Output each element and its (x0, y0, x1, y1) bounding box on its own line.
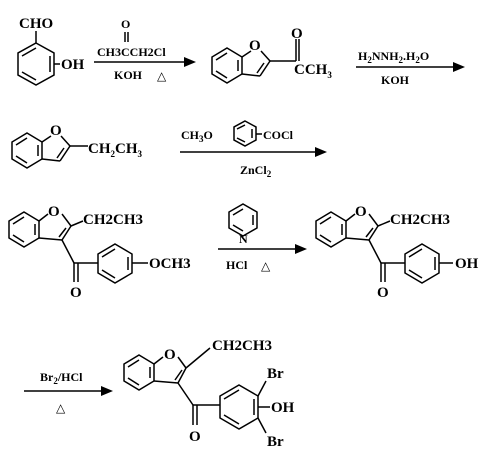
ethyl-label-4: CH2CH3 (212, 338, 272, 354)
carbonyl-oxygen-2: O (70, 285, 82, 301)
reagent-chloroacetone: CH3CCH2Cl (97, 45, 166, 59)
ethyl-label-3: CH2CH3 (390, 212, 450, 228)
reagent-anisoyl-chloride: CH3O (181, 128, 213, 144)
reagent-carbonyl-o: O (121, 17, 130, 31)
carbonyl-oxygen-3: O (377, 285, 389, 301)
ring-oxygen-3: O (48, 204, 60, 220)
reaction-arrow-2: H2NNH2.H2O KOH (356, 49, 465, 87)
reagent-cocl: COCl (263, 128, 294, 142)
salicylaldehyde-structure: CHO OH (17, 16, 85, 86)
ethyl-label-2: CH2CH3 (83, 212, 143, 228)
bromo-label-bottom: Br (267, 434, 284, 450)
benzbromarone-structure: O CH2CH3 O Br OH Br (123, 338, 295, 450)
ring-oxygen: O (249, 38, 261, 54)
heat-symbol-3: △ (56, 401, 66, 415)
pyridine-nitrogen: N (239, 232, 248, 246)
ring-oxygen-2: O (50, 123, 62, 139)
hydroxybenzoyl-benzofuran-structure: O CH2CH3 O OH (315, 204, 479, 301)
reagent-koh-2: KOH (381, 73, 410, 87)
bromo-label-top: Br (267, 366, 284, 382)
reagent-zncl2: ZnCl2 (240, 163, 272, 179)
reagent-bromine: Br2/HCl (40, 370, 83, 386)
carbonyl-oxygen-4: O (189, 429, 201, 445)
reagent-hydrazine: H2NNH2.H2O (358, 49, 429, 65)
ring-oxygen-5: O (164, 347, 176, 363)
reaction-arrow-3: CH3O COCl ZnCl2 (180, 120, 327, 179)
hydroxy-label-2: OH (271, 400, 295, 416)
hydroxyl-label: OH (61, 57, 85, 73)
ring-oxygen-4: O (355, 204, 367, 220)
acetyl-label: CCH3 (294, 62, 332, 80)
heat-symbol: △ (157, 69, 167, 83)
heat-symbol-2: △ (261, 259, 271, 273)
methoxy-label: OCH3 (149, 256, 191, 272)
reagent-hcl: HCl (226, 258, 248, 272)
reagent-koh: KOH (114, 68, 143, 82)
reaction-arrow-4: N HCl △ (218, 203, 307, 273)
hydroxy-label: OH (455, 256, 479, 272)
ethylbenzofuran-structure: O CH2CH3 (11, 123, 143, 169)
methoxybenzoyl-benzofuran-structure: O CH2CH3 O OCH3 (8, 204, 191, 301)
reaction-arrow-1: O CH3CCH2Cl KOH △ (94, 17, 196, 83)
reaction-arrow-5: Br2/HCl △ (24, 370, 113, 415)
aldehyde-label: CHO (19, 16, 53, 32)
acetylbenzofuran-structure: O O CCH3 (211, 26, 332, 84)
ethyl-label: CH2CH3 (88, 141, 143, 159)
carbonyl-oxygen: O (291, 26, 303, 42)
